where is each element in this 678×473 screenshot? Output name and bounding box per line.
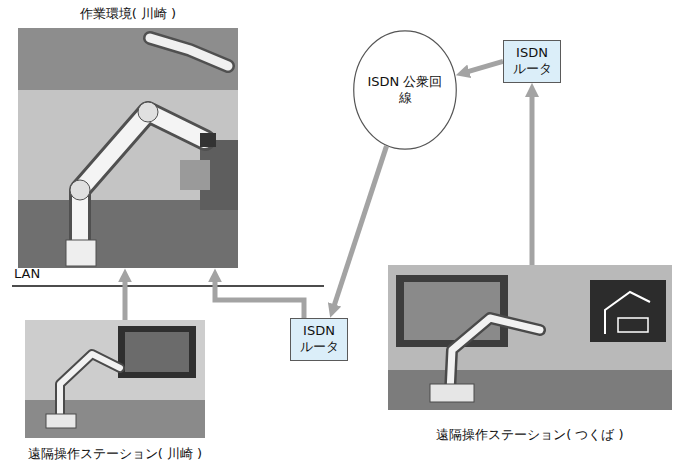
photo-panel: 作業環境( 川崎 ) bbox=[18, 4, 238, 268]
master-arm bbox=[60, 354, 120, 420]
photo-frame bbox=[25, 320, 205, 438]
robot-arm bbox=[80, 112, 205, 250]
master-arm-outline bbox=[60, 354, 120, 420]
photo-bench bbox=[18, 200, 238, 268]
network-arrow bbox=[530, 96, 535, 266]
photo-ground bbox=[18, 28, 238, 268]
robot-joint bbox=[138, 102, 158, 122]
network-arrow bbox=[215, 281, 304, 318]
network-arrow bbox=[334, 146, 386, 306]
monitor bbox=[590, 280, 666, 342]
master-base bbox=[430, 384, 474, 402]
lan-line bbox=[12, 285, 324, 287]
monitor-screen bbox=[125, 332, 189, 372]
station-photo bbox=[388, 265, 672, 410]
node-label: ISDN 公衆回線 bbox=[367, 74, 443, 107]
photo-panel: 遠隔操作ステーション( 川崎 ) bbox=[10, 320, 220, 466]
photo-caption: 遠隔操作ステーション( つくば ) bbox=[386, 427, 674, 443]
photo-panel: 遠隔操作ステーション( つくば ) bbox=[386, 265, 674, 447]
ellipse-shape bbox=[354, 31, 457, 149]
screen-robot bbox=[618, 318, 648, 332]
master-arm bbox=[450, 318, 540, 392]
photo-caption: 作業環境( 川崎 ) bbox=[18, 6, 238, 22]
photo-desk bbox=[25, 400, 205, 438]
monitor-screen bbox=[404, 282, 500, 340]
photo-frame bbox=[18, 28, 238, 268]
screen-robot bbox=[605, 292, 650, 334]
master-base bbox=[46, 414, 76, 428]
router-box: ISDN ルータ bbox=[290, 318, 348, 361]
robot-photo bbox=[18, 28, 238, 268]
node-label: ISDN ルータ bbox=[296, 323, 342, 356]
network-arrow bbox=[123, 281, 128, 320]
master-arm-outline bbox=[450, 318, 540, 392]
photo-ground bbox=[388, 265, 672, 410]
photo-wall bbox=[18, 28, 238, 90]
network-ellipse: ISDN 公衆回線 bbox=[353, 30, 457, 150]
monitor bbox=[396, 275, 508, 347]
robot-arm-outline bbox=[80, 112, 205, 250]
station-photo bbox=[25, 320, 205, 438]
robot-arm bbox=[150, 38, 228, 66]
photo-workpiece bbox=[180, 160, 210, 190]
photo-caption: 遠隔操作ステーション( 川崎 ) bbox=[10, 446, 220, 462]
node-label: ISDN ルータ bbox=[509, 45, 555, 78]
photo-desk bbox=[388, 370, 672, 410]
robot-base bbox=[66, 240, 96, 266]
robot-joint bbox=[70, 180, 90, 200]
photo-frame bbox=[388, 265, 672, 410]
robot-gripper bbox=[200, 133, 216, 147]
photo-ground bbox=[25, 320, 205, 438]
monitor bbox=[118, 326, 196, 378]
robot-arm-outline bbox=[150, 38, 228, 66]
network-arrow bbox=[468, 61, 503, 71]
router-box: ISDN ルータ bbox=[503, 40, 561, 83]
network-label: LAN bbox=[14, 266, 40, 281]
